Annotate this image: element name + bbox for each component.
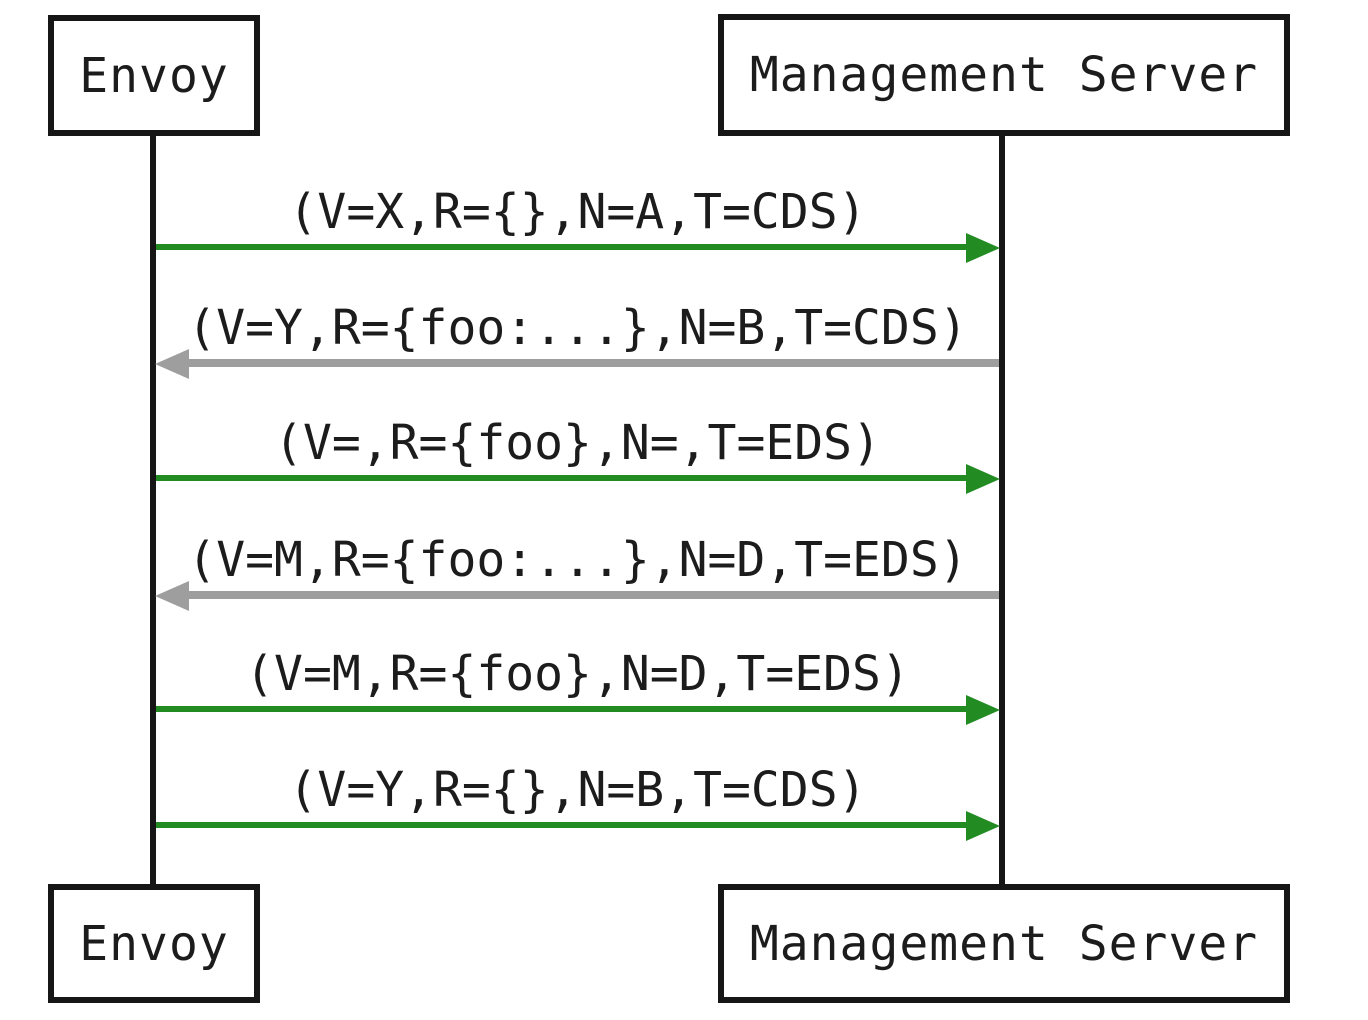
actor-envoy-bottom-label: Envoy	[79, 915, 229, 972]
message-label: (V=M,R={foo:...},N=D,T=EDS)	[187, 532, 968, 588]
arrowhead-icon	[966, 695, 1000, 725]
management-server-lifeline	[999, 130, 1005, 888]
actor-envoy-bottom: Envoy	[48, 884, 260, 1003]
message-label: (V=Y,R={},N=B,T=CDS)	[288, 762, 867, 818]
envoy-lifeline	[150, 130, 156, 888]
message-arrow-line	[156, 822, 973, 828]
message-label: (V=M,R={foo},N=D,T=EDS)	[245, 646, 910, 702]
message-label: (V=Y,R={foo:...},N=B,T=CDS)	[187, 300, 968, 356]
arrowhead-icon	[966, 811, 1000, 841]
actor-management-server-bottom-label: Management Server	[749, 915, 1259, 972]
message-arrow-line	[156, 706, 973, 712]
actor-management-server-top: Management Server	[718, 14, 1290, 136]
message-row: (V=Y,R={foo:...},N=B,T=CDS)	[155, 300, 999, 379]
arrowhead-icon	[966, 233, 1000, 263]
arrowhead-icon	[155, 349, 189, 379]
message-label: (V=X,R={},N=A,T=CDS)	[288, 184, 867, 240]
actor-management-server-bottom: Management Server	[718, 884, 1290, 1003]
message-arrow-line	[182, 359, 999, 367]
message-label: (V=,R={foo},N=,T=EDS)	[274, 415, 881, 471]
message-row: (V=Y,R={},N=B,T=CDS)	[156, 762, 1000, 841]
message-row: (V=,R={foo},N=,T=EDS)	[156, 415, 1000, 494]
actor-management-server-top-label: Management Server	[749, 47, 1259, 103]
actor-envoy-top: Envoy	[48, 15, 260, 136]
arrowhead-icon	[966, 464, 1000, 494]
message-row: (V=M,R={foo:...},N=D,T=EDS)	[155, 532, 999, 611]
message-arrow-line	[156, 475, 973, 481]
message-arrow-line	[156, 244, 973, 250]
message-arrow-line	[182, 591, 999, 599]
arrowhead-icon	[155, 581, 189, 611]
actor-envoy-top-label: Envoy	[79, 47, 229, 104]
message-row: (V=M,R={foo},N=D,T=EDS)	[156, 646, 1000, 725]
message-row: (V=X,R={},N=A,T=CDS)	[156, 184, 1000, 263]
